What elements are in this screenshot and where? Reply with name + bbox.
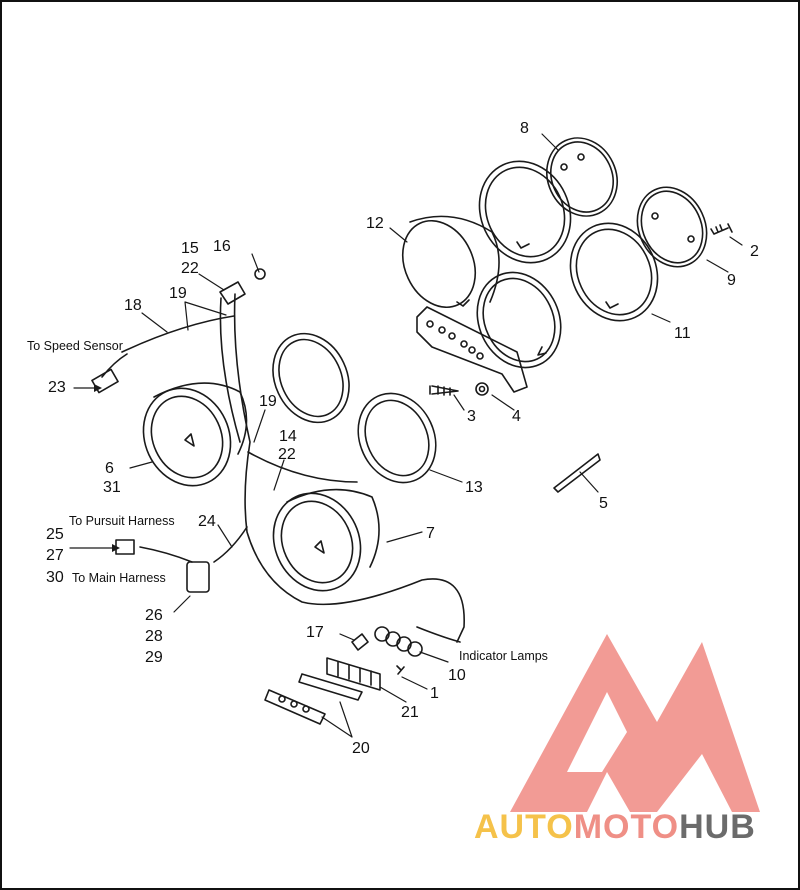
part-3-bolt xyxy=(429,385,459,396)
part-cup-upper xyxy=(478,160,572,264)
callout-22-top: 22 xyxy=(181,260,199,277)
part-16-cap xyxy=(254,268,266,280)
callout-12: 12 xyxy=(366,215,384,232)
wiring-harness xyxy=(101,293,465,643)
caption-pursuit-harness: To Pursuit Harness xyxy=(69,514,175,528)
callout-16: 16 xyxy=(213,238,231,255)
watermark-auto: AUTO xyxy=(474,808,574,846)
part-8-lens xyxy=(546,137,618,217)
part-9-lens xyxy=(636,186,708,268)
caption-speed-sensor: To Speed Sensor xyxy=(27,339,123,353)
caption-main-harness: To Main Harness xyxy=(72,571,166,585)
callout-28: 28 xyxy=(145,628,163,645)
callout-18: 18 xyxy=(124,297,142,314)
leader-lines xyxy=(69,133,743,738)
callout-1: 1 xyxy=(430,685,439,702)
callout-19-top: 19 xyxy=(169,285,187,302)
part-2-screw xyxy=(710,223,733,235)
callout-25: 25 xyxy=(46,526,64,543)
callout-17: 17 xyxy=(306,624,324,641)
callout-6: 6 xyxy=(105,460,114,477)
callout-9: 9 xyxy=(727,272,736,289)
watermark-moto: MOTO xyxy=(573,808,680,846)
part-17-bulb xyxy=(351,633,369,651)
callout-13: 13 xyxy=(465,479,483,496)
part-21-lens-housing xyxy=(326,657,381,691)
part-13-ring xyxy=(357,392,437,484)
callout-22-mid: 22 xyxy=(278,446,296,463)
leader-arrowheads xyxy=(94,384,120,552)
callout-26: 26 xyxy=(145,607,163,624)
callout-24: 24 xyxy=(198,513,216,530)
part-20-strips xyxy=(264,673,363,725)
callout-29: 29 xyxy=(145,649,163,666)
callout-19-mid: 19 xyxy=(259,393,277,410)
part-5-clip xyxy=(553,453,601,493)
callout-11: 11 xyxy=(674,325,691,342)
callout-7: 7 xyxy=(426,525,435,542)
part-7-gauge xyxy=(272,488,380,592)
callout-4: 4 xyxy=(512,408,521,425)
part-25-connector xyxy=(115,539,135,555)
callout-31: 31 xyxy=(103,479,121,496)
callout-27: 27 xyxy=(46,547,64,564)
callout-20: 20 xyxy=(352,740,370,757)
callout-14: 14 xyxy=(279,428,297,445)
part-4-washer xyxy=(475,382,489,396)
callout-3: 3 xyxy=(467,408,476,425)
callout-23: 23 xyxy=(48,379,66,396)
part-6-gauge xyxy=(142,382,248,487)
callout-21: 21 xyxy=(401,704,419,721)
callout-15: 15 xyxy=(181,240,199,257)
part-1-screw xyxy=(396,665,405,675)
watermark-hub: HUB xyxy=(679,808,756,846)
callout-10: 10 xyxy=(448,667,466,684)
callout-30: 30 xyxy=(46,569,64,586)
callout-8: 8 xyxy=(520,120,529,137)
part-26-connector xyxy=(186,561,210,593)
part-15-connector xyxy=(219,281,246,305)
watermark-wordmark: AUTOMOTOHUB xyxy=(474,808,756,847)
part-11-cup xyxy=(569,222,659,322)
part-12-cup xyxy=(401,215,500,309)
part-cup-lower xyxy=(476,271,562,369)
watermark-logo xyxy=(510,634,760,812)
callout-2: 2 xyxy=(750,243,759,260)
caption-indicator-lamps: Indicator Lamps xyxy=(459,649,548,663)
mount-bracket xyxy=(416,306,528,393)
part-ring-upper xyxy=(272,332,350,424)
callout-5: 5 xyxy=(599,495,608,512)
part-10-lamps xyxy=(374,626,423,657)
